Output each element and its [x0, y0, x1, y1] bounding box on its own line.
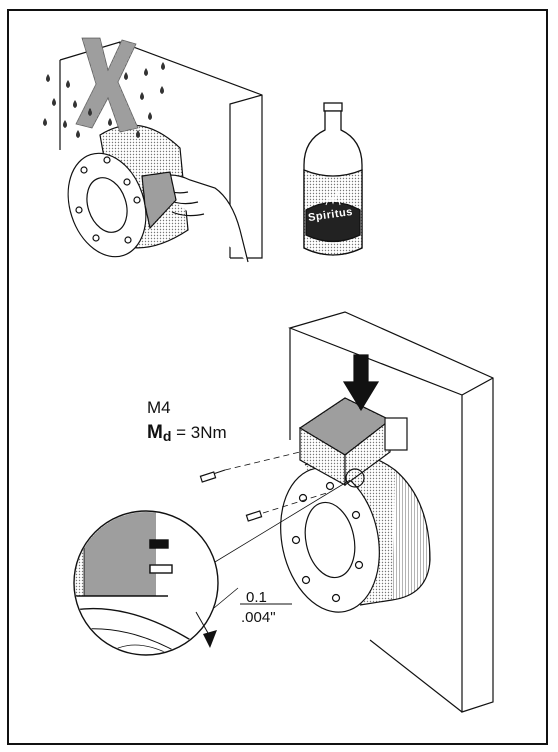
torque-label: Md = 3Nm — [147, 422, 227, 444]
spirit-bottle-illustration — [303, 102, 363, 256]
magnified-detail — [73, 510, 292, 656]
page-frame — [7, 9, 548, 745]
torque-value: = 3Nm — [176, 423, 227, 442]
cleaning-step-illustration — [43, 37, 263, 263]
mounting-step-illustration — [199, 311, 494, 713]
torque-subscript: d — [162, 428, 172, 444]
torque-symbol: M — [147, 422, 163, 443]
screw-thread-label: M4 — [147, 398, 171, 417]
tolerance-metric: 0.1 — [246, 589, 267, 606]
tolerance-imperial: .004" — [241, 609, 276, 626]
